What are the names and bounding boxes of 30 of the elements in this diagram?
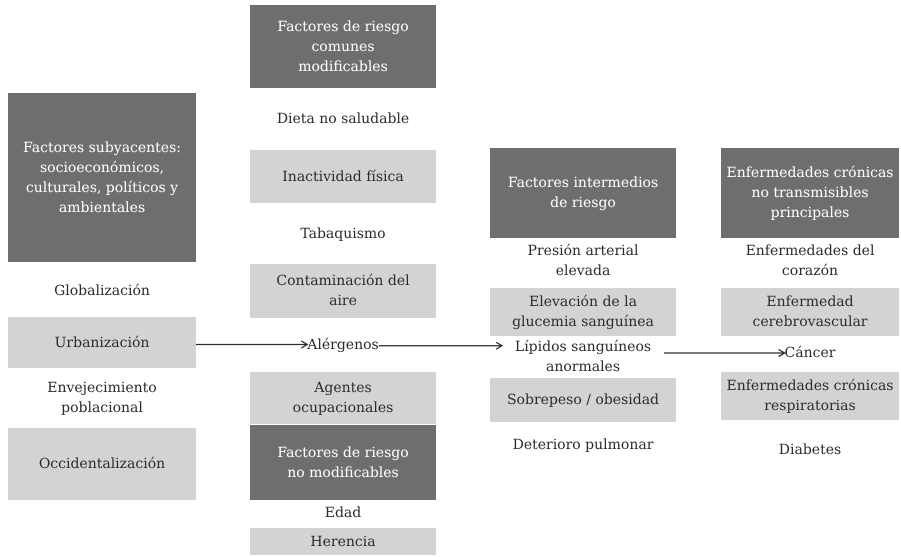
header-box: Factores intermedios de riesgo [490,148,676,238]
header-box: Factores de riesgo comunes modificables [250,5,436,88]
shaded-row: Elevación de la glucemia sanguínea [490,288,676,336]
shaded-row: Agentes ocupacionales [250,372,436,424]
header-box: Enfermedades crónicas no transmisibles principales [721,148,899,238]
shaded-row: Sobrepeso / obesidad [490,378,676,422]
row-label: Lípidos sanguíneos anormales [502,337,664,377]
header-box: Factores de riesgo no modificables [250,425,436,500]
row-label: Edad [324,503,362,523]
row-label: Alérgenos [307,334,379,354]
row-label: Dieta no saludable [276,108,410,128]
row-label: Presión arterial elevada [502,241,664,281]
header-box: Factores subyacentes: socioeconómicos, culturales, políticos y ambientales [8,93,196,262]
shaded-row: Herencia [250,528,436,555]
shaded-row: Occidentalización [8,428,196,500]
shaded-row: Contaminación del aire [250,264,436,318]
shaded-row: Enfermedades crónicas respiratorias [721,372,899,420]
row-label: Envejecimiento poblacional [16,378,188,418]
arrow [196,340,308,349]
row-label: Tabaquismo [300,224,386,244]
arrow [378,342,503,350]
arrow [664,348,786,358]
row-label: Deterioro pulmonar [512,435,654,455]
row-label: Globalización [54,281,150,301]
row-label: Enfermedades del corazón [725,241,895,281]
row-label: Cáncer [784,343,836,363]
row-label: Diabetes [778,440,842,460]
shaded-row: Inactividad física [250,150,436,203]
shaded-row: Enfermedad cerebrovascular [721,288,899,336]
shaded-row: Urbanización [8,317,196,368]
